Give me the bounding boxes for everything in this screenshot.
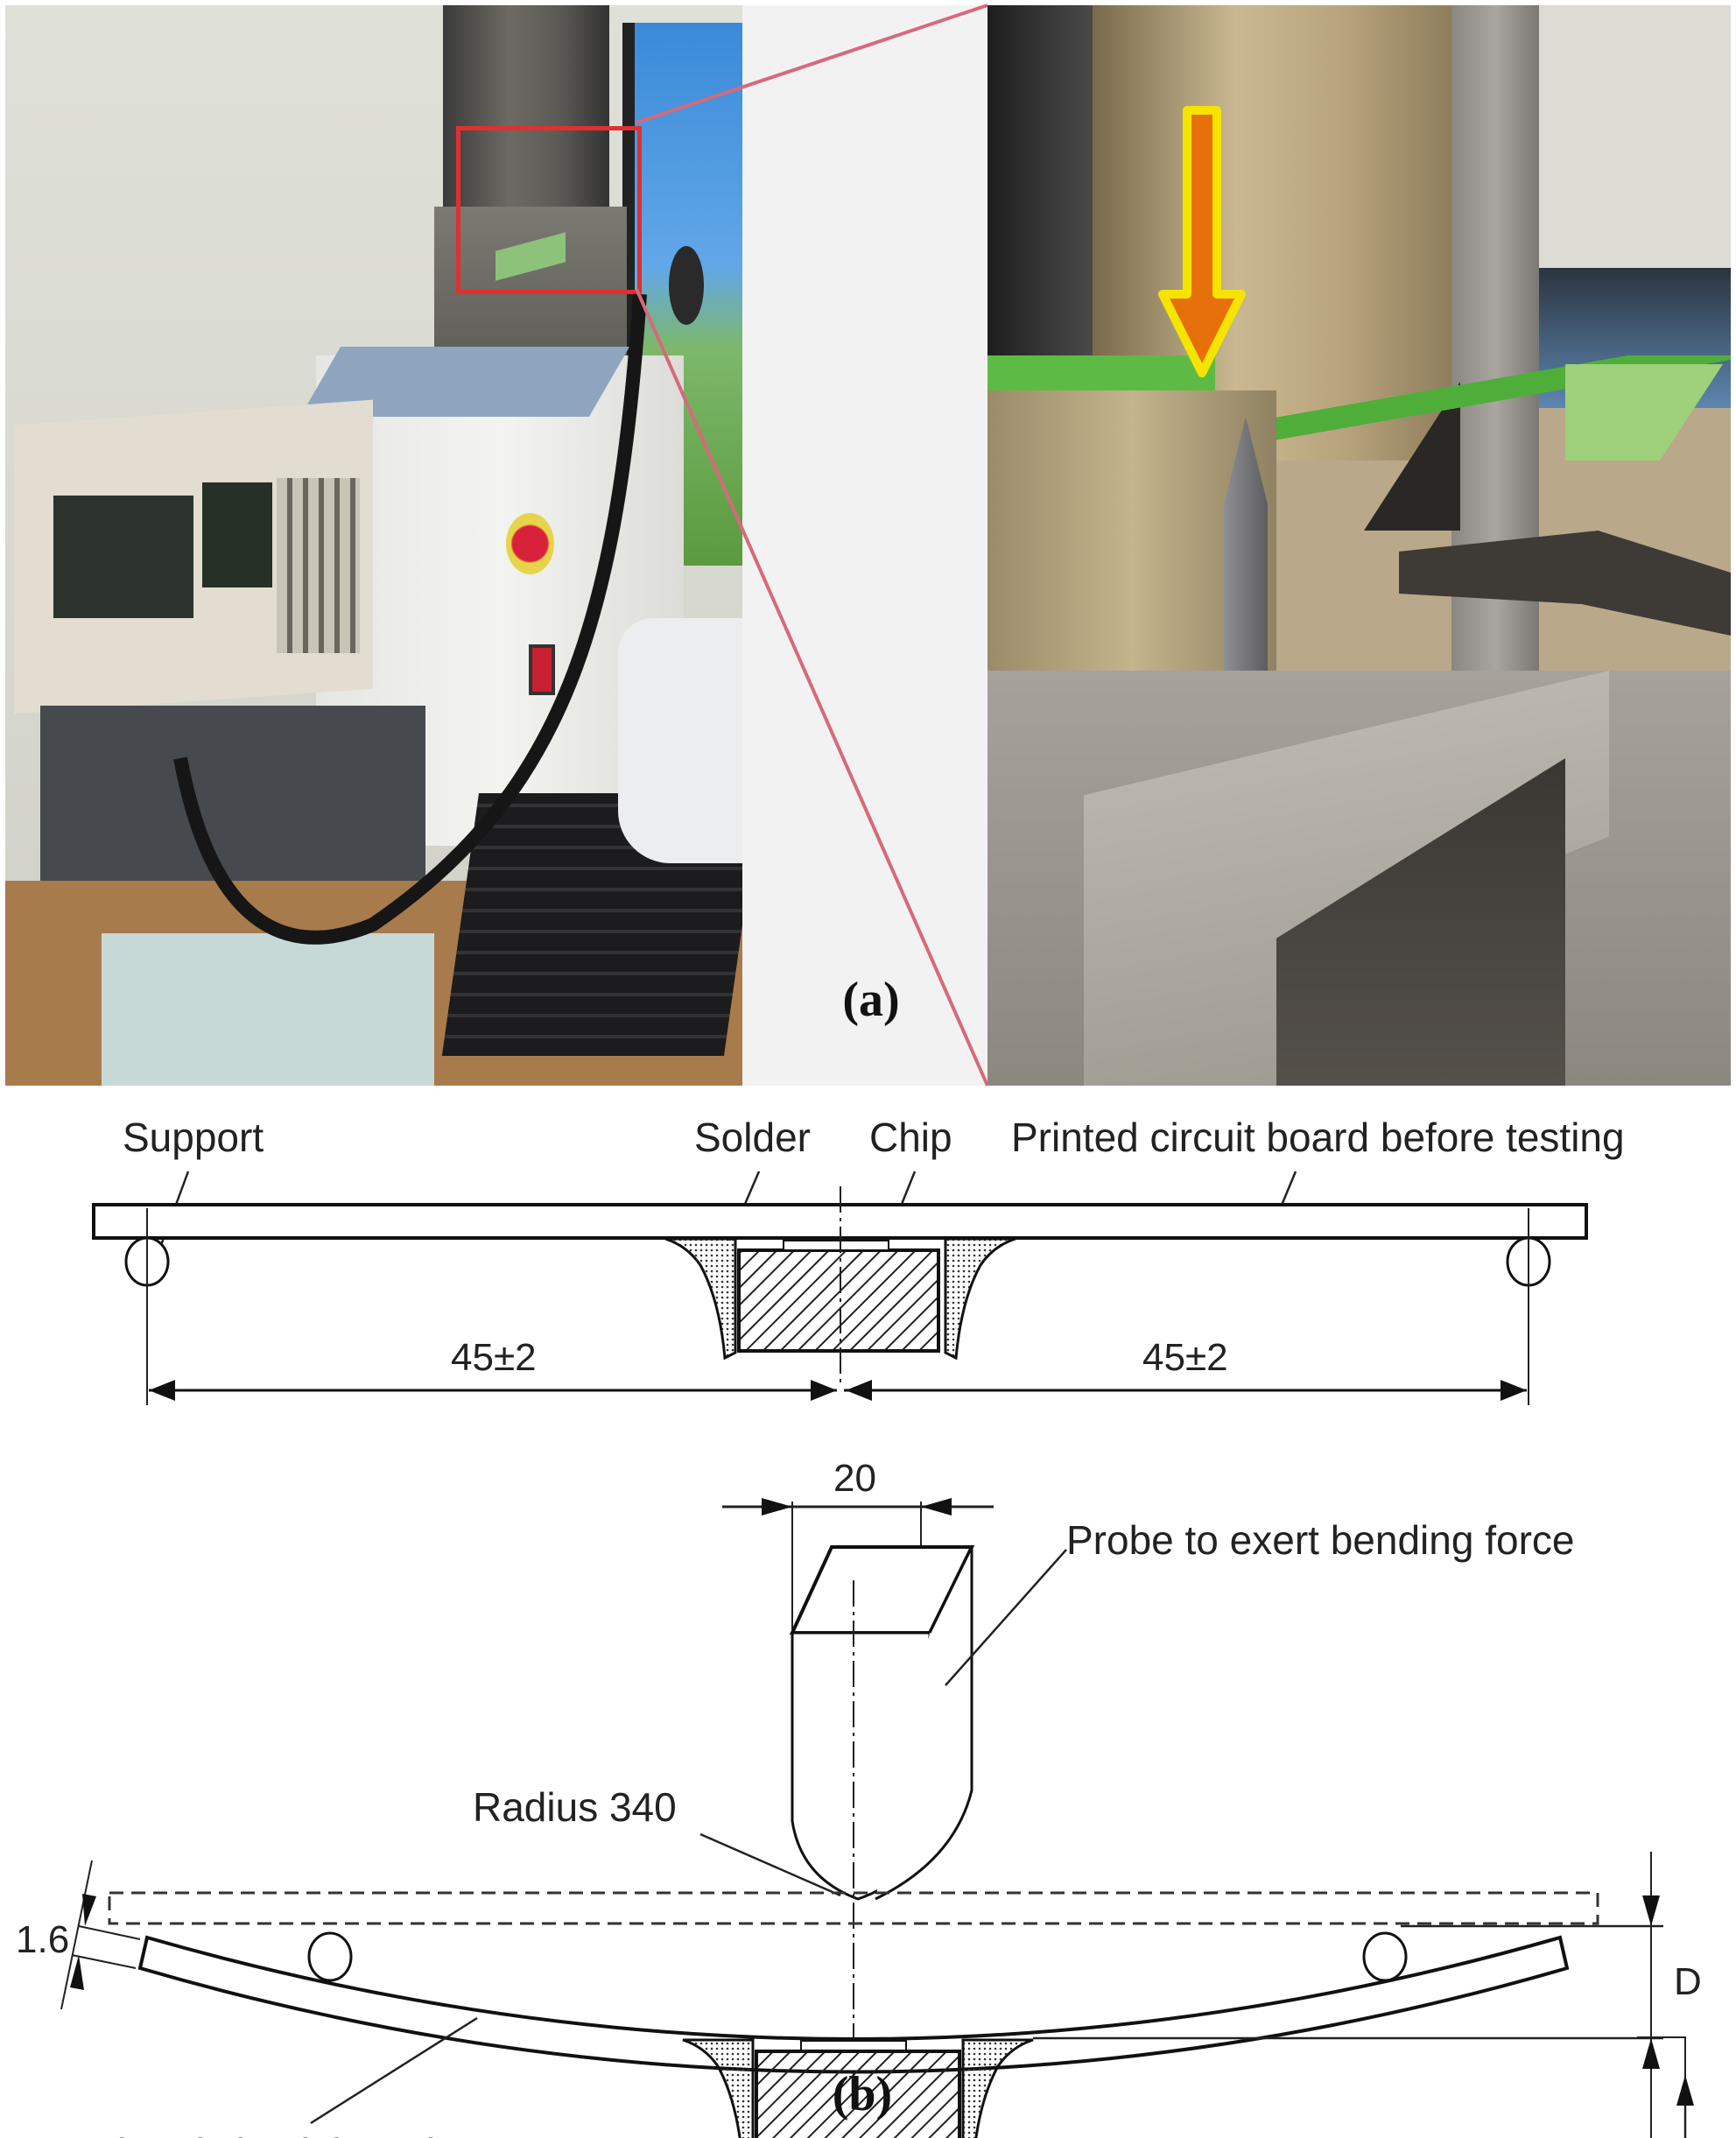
- dim-left-span: 45±2: [451, 1336, 537, 1379]
- chip-pad-gap-test: [800, 2040, 907, 2051]
- label-pcb-under-test-line1: Printed circuit board: [77, 2130, 435, 2138]
- support-roller-left-test: [307, 1931, 353, 1982]
- probe-side-face: [875, 1546, 973, 1901]
- leader-radius: [699, 1832, 841, 1897]
- solder-fillet-left-test: [682, 2038, 755, 2138]
- thickness-arrow-bottom: [70, 1955, 84, 1990]
- thickness-arrow-top: [82, 1894, 96, 1926]
- label-probe: Probe to exert bending force: [1066, 1517, 1574, 1563]
- pcb-left-flat: [987, 355, 1215, 390]
- force-direction-arrow: [1158, 106, 1246, 377]
- equipment-case: [40, 706, 425, 898]
- panel-a-label: (a): [842, 973, 900, 1027]
- panel-a: (a): [5, 4, 1731, 1087]
- panel-b-diagram: Support Solder Chip Printed circuit boar…: [16, 1115, 1702, 2138]
- bottom-diagram: 20 Probe to exert bending force Radius 3…: [16, 1457, 1702, 2138]
- zoom-connector-lines: [635, 4, 989, 1087]
- label-support: Support: [123, 1115, 264, 1160]
- gloved-hand: [618, 618, 742, 863]
- zoom-highlight-box: [456, 126, 642, 294]
- leader-pcb-under-test: [310, 2016, 478, 2125]
- displacement-symbol: D: [1674, 1960, 1702, 2003]
- photo-test-machine: [5, 5, 742, 1086]
- thickness-dim-line: [60, 1860, 93, 2010]
- displacement-arrow-down: [1642, 1895, 1660, 1926]
- knob: [669, 246, 704, 325]
- displacement-label-line: [1683, 2088, 1687, 2138]
- displacement-leader: [1637, 2036, 1686, 2101]
- label-radius: Radius 340: [473, 1784, 677, 1830]
- dim-arrow-right: [921, 1498, 952, 1516]
- data-logger-display-2: [202, 482, 272, 587]
- cable: [173, 293, 647, 945]
- zoom-connector-bottom: [635, 288, 989, 1087]
- label-chip: Chip: [869, 1115, 952, 1160]
- photo-closeup-fixture: [987, 5, 1731, 1086]
- chip-body-test: [755, 2050, 961, 2138]
- solder-fillet-right: [944, 1237, 1016, 1361]
- solder-fillet-right-test: [961, 2038, 1034, 2138]
- data-logger-keypad: [277, 478, 360, 653]
- dim-probe-width: 20: [833, 1457, 876, 1500]
- dim-board-thickness: 1.6: [16, 1918, 69, 1961]
- label-solder: Solder: [694, 1115, 811, 1160]
- pcb-original-position: [108, 1891, 1599, 1925]
- displacement-arrow-up: [1642, 2038, 1660, 2069]
- top-diagram: Support Solder Chip Printed circuit boar…: [92, 1115, 1625, 1405]
- thickness-ext-top: [78, 1925, 141, 1940]
- panel-b-label: (b): [832, 2067, 893, 2121]
- leader-probe: [945, 1549, 1067, 1686]
- displacement-label-arrow: [1676, 2075, 1694, 2106]
- panel-gap: [742, 5, 987, 1086]
- mouse-pad: [102, 933, 434, 1086]
- emergency-stop-button: [506, 513, 554, 574]
- support-roller-right-test: [1362, 1931, 1408, 1982]
- data-logger-display: [53, 496, 193, 618]
- power-switch: [529, 644, 555, 695]
- thickness-ext-bottom: [71, 1954, 137, 1969]
- chip-body: [737, 1248, 940, 1353]
- down-arrow-icon: [1158, 106, 1246, 377]
- label-pcb-before-testing: Printed circuit board before testing: [1011, 1115, 1625, 1160]
- bending-probe: [789, 1545, 975, 1901]
- solder-fillet-left: [664, 1237, 737, 1361]
- dim-arrow-left: [762, 1498, 792, 1516]
- zoom-connector-top: [636, 4, 988, 124]
- chip-pad-gap: [783, 1240, 889, 1251]
- dim-right-span: 45±2: [1142, 1336, 1228, 1379]
